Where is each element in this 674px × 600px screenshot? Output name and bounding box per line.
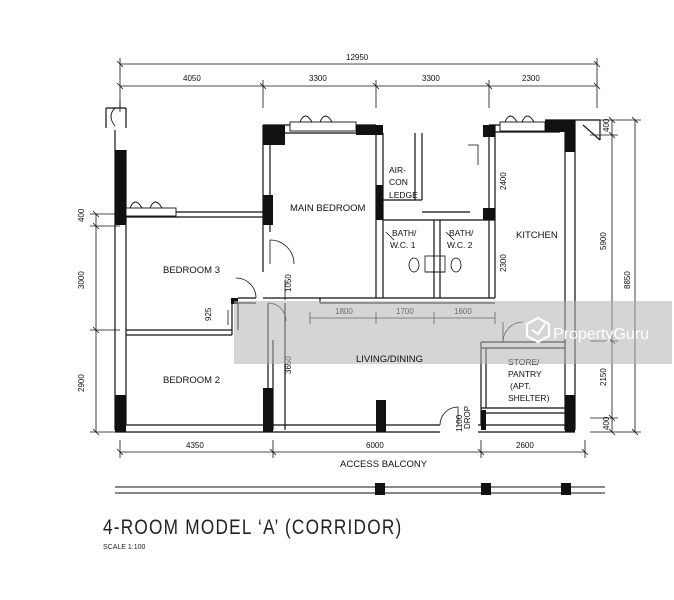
dim-top-3: 3300 — [422, 74, 440, 83]
room-aircon-ledge-1: AIR- — [389, 165, 406, 175]
balcony-rail — [115, 483, 605, 495]
dim-right-2150: 2150 — [599, 368, 608, 386]
propertyguru-logo-icon — [525, 316, 551, 344]
bath-fixtures — [408, 255, 462, 273]
dim-bottom-2: 6000 — [366, 441, 384, 450]
dim-top-4: 2300 — [522, 74, 540, 83]
dim-kitchen-2400: 2400 — [499, 172, 508, 190]
dim-kitchen-2300: 2300 — [499, 254, 508, 272]
room-bath1-line2: W.C. 1 — [390, 240, 416, 250]
dim-right-5900: 5900 — [599, 232, 608, 250]
dim-left-2: 3000 — [77, 271, 86, 289]
room-bath2-line2: W.C. 2 — [447, 240, 473, 250]
room-bath2-line1: BATH/ — [449, 228, 474, 238]
label-drop: DROP — [463, 406, 472, 429]
watermark-text: PropertyGuru — [553, 326, 649, 343]
dim-3650: 3650 — [284, 356, 293, 374]
watermark: PropertyGuru — [234, 301, 672, 364]
dim-left-1: 400 — [77, 208, 86, 222]
windows — [110, 107, 546, 217]
plan-title: 4-ROOM MODEL ‘A’ (CORRIDOR) — [103, 516, 403, 539]
dim-right-400-top: 400 — [602, 118, 611, 132]
left-dimensions — [90, 100, 121, 436]
dim-bottom-1: 4350 — [186, 441, 204, 450]
room-living-dining: LIVING/DINING — [356, 354, 423, 365]
room-aircon-ledge-2: CON — [389, 177, 408, 187]
dim-1050: 1050 — [284, 274, 293, 292]
dim-total-width: 12950 — [346, 53, 369, 62]
room-store-2: PANTRY — [508, 369, 542, 379]
room-store-4: SHELTER) — [508, 393, 550, 403]
structural-columns — [115, 120, 575, 432]
dim-right-400-bot: 400 — [602, 416, 611, 430]
room-store-3: (APT. — [510, 381, 531, 391]
top-dimensions — [116, 58, 601, 108]
dim-right-8850: 8850 — [623, 271, 632, 289]
right-dimensions — [590, 116, 641, 436]
room-bath1-line1: BATH/ — [392, 228, 417, 238]
room-bedroom3: BEDROOM 3 — [163, 265, 220, 276]
room-main-bedroom: MAIN BEDROOM — [290, 203, 366, 214]
dim-925: 925 — [204, 307, 213, 321]
dim-top-2: 3300 — [309, 74, 327, 83]
plan-scale: SCALE 1:100 — [103, 544, 146, 551]
bottom-dimensions — [116, 440, 589, 458]
dim-left-3: 2900 — [77, 374, 86, 392]
room-aircon-ledge-3: LEDGE — [389, 190, 418, 200]
dim-top-1: 4050 — [183, 74, 201, 83]
dim-bottom-3: 2600 — [516, 441, 534, 450]
room-access-balcony: ACCESS BALCONY — [340, 459, 428, 470]
dim-drop-1100: 1100 — [455, 414, 464, 432]
room-bedroom2: BEDROOM 2 — [163, 375, 220, 386]
room-kitchen: KITCHEN — [516, 230, 558, 241]
